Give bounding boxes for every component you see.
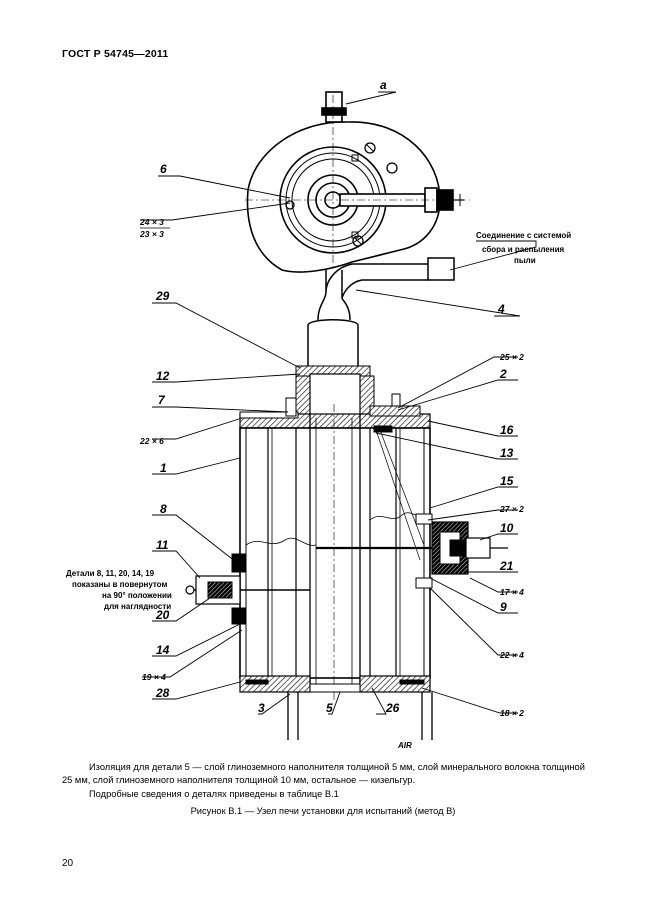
callout-12: 12 [156,369,170,383]
callout-8: 8 [160,502,167,516]
callout-16: 16 [500,423,514,437]
section-view [185,365,508,740]
dim-22x6: 22 × 6 [139,436,164,446]
dust-pipe [307,257,455,368]
quantity-labels: 24 × 3 23 × 3 25 × 2 22 × 6 27 × 2 17 × … [139,217,524,718]
callout-15: 15 [500,474,514,488]
insulation-note: Изоляция для детали 5 — слой глиноземног… [62,762,585,785]
dim-22x4: 22 × 4 [499,650,524,660]
page-number: 20 [62,858,74,869]
callout-7: 7 [158,393,166,407]
note-connection-3: пыли [514,256,536,265]
note-details-3: на 90° положении [102,591,172,600]
details-reference: Подробные сведения о деталях приведены в… [89,789,339,799]
callout-6: 6 [160,162,167,176]
callout-10: 10 [500,521,514,535]
dim-25x2: 25 × 2 [499,352,524,362]
note-connection-1: Соединение с системой [476,231,571,240]
dim-19x4: 19 × 4 [142,672,166,682]
callout-14: 14 [156,643,170,657]
note-air: AIR [397,741,412,750]
callout-13: 13 [500,446,514,460]
dim-24x3: 24 × 3 [139,217,164,227]
callout-11: 11 [156,538,169,552]
figure-caption: Рисунок В.1 — Узел печи установки для ис… [190,806,456,816]
dim-23x3: 23 × 3 [139,229,164,239]
note-details-1: Детали 8, 11, 20, 14, 19 [66,569,155,578]
callout-9: 9 [500,600,507,614]
callout-20: 20 [155,608,170,622]
callout-26: 26 [385,701,400,715]
dim-17x4: 17 × 4 [500,587,524,597]
note-details-2: показаны в повернутом [72,580,167,589]
leader-lines [140,91,537,715]
document-code: ГОСТ Р 54745—2011 [62,48,169,60]
dim-18x2: 18 × 2 [500,708,524,718]
callout-4: 4 [497,302,505,316]
callout-29: 29 [155,289,170,303]
callout-3: 3 [258,701,265,715]
callout-5: 5 [326,701,333,715]
callout-a: а [380,78,387,92]
callout-labels: а 6 29 12 7 1 8 11 20 14 28 3 5 26 4 2 1… [155,78,514,715]
callout-1: 1 [160,461,167,475]
top-view [245,91,470,273]
note-connection-2: сбора и распыления [482,245,564,254]
callout-28: 28 [155,686,170,700]
callout-2: 2 [499,367,507,381]
drawing-notes: Соединение с системой сбора и распыления… [66,231,571,750]
callout-21: 21 [499,559,514,573]
note-details-4: для наглядности [104,602,171,611]
dim-27x2: 27 × 2 [499,504,524,514]
